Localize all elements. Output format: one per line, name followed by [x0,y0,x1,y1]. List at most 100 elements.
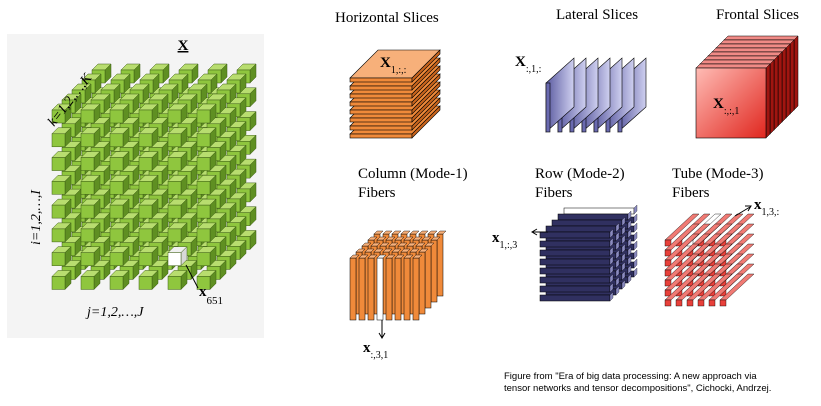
tensor-element-cube [51,246,72,267]
row-fiber-end [621,234,626,245]
column-fiber [358,257,366,321]
tube-fiber-end [675,299,683,307]
row-fiber-end [621,252,626,263]
horizontal-slice-side [411,105,441,139]
row-fiber-end [633,204,638,215]
row-fiber [539,258,611,266]
row-fiber-end [627,237,632,248]
column-fiber [436,233,444,297]
row-fiber-end [627,210,632,221]
column-fiber-top [373,248,384,253]
horizontal-slice-side [411,57,441,91]
row-fiber-end [615,258,620,269]
row-fiber-end [609,291,614,302]
tube-fiber-end [664,289,672,297]
tensor-name: X [178,38,189,54]
row-fiber-end [627,255,632,266]
tensor-element-cube [51,174,72,195]
row-fiber [539,267,611,275]
column-fiber-top [394,254,405,259]
frontal-slice-side [769,59,775,135]
row-fiber-end [627,273,632,284]
column-fiber-top [382,230,393,235]
frontal-slice-side [793,35,799,111]
column-fiber-top [424,242,435,247]
row-fiber-end [633,249,638,260]
row-fiber [539,285,611,293]
tensor-element-cube [109,198,130,219]
tensor-element-cube [196,127,217,148]
row-fiber [557,213,629,221]
tensor-element-cube [138,198,159,219]
tensor-element-cube [167,198,188,219]
column-fiber-top [349,254,360,259]
element-label: x651 [199,284,223,307]
frontal-slice-side [785,43,791,119]
tube-fibers-graphic [664,213,755,307]
column-fiber [394,257,402,321]
horizontal-slice-front [349,77,413,83]
tensor-element-cube [80,222,101,243]
frontal-slice-top [719,39,795,45]
row-fiber [539,231,611,239]
column-fiber-top [385,254,396,259]
column-fiber-top [364,248,375,253]
tensor-element-cube [167,269,188,291]
column-fiber-top [400,248,411,253]
tube-fiber-end [719,299,727,307]
tensor-element-cube [196,222,217,243]
tensor-element-cube [207,63,228,84]
tensor-element-cube [80,246,101,267]
column-fiber-top [373,230,384,235]
frontal-slices-graphic [695,35,799,139]
row-fiber-end [609,282,614,293]
column-fiber [349,257,357,321]
frontal-slice-side [777,51,783,127]
tensor-element-cube [138,150,159,172]
column-fiber-top [397,242,408,247]
row-fiber-end [621,261,626,272]
horizontal-slice-front [349,117,413,123]
row-fiber-end [615,222,620,233]
column-fiber-top [379,242,390,247]
tensor-element-cube [196,174,217,195]
j-index-label: j=1,2,…,J [85,305,144,320]
tube-fibers-title-line2: Fibers [672,185,710,201]
column-fiber-top [400,230,411,235]
column-fiber-top [427,230,438,235]
caption-line-2: tensor networks and tensor decomposition… [504,383,772,394]
horizontal-slice-side [411,89,441,123]
column-fiber [412,257,420,321]
row-fiber-end [615,231,620,242]
column-fiber-label: x:,3,1 [363,340,388,361]
tensor-element-cube [109,222,130,243]
tube-fiber-arrowhead [745,205,752,212]
column-fiber-top [412,254,423,259]
tensor-element-cube [196,150,217,172]
column-fiber-top [403,254,414,259]
tensor-element-cube [216,249,237,271]
row-fiber-end [627,264,632,275]
frontal-slice-top [715,43,791,49]
column-fiber-top [409,248,420,253]
column-fiber [385,257,393,321]
row-fiber-end [621,225,626,236]
frontal-slice-side [781,47,787,123]
row-fiber-end [633,213,638,224]
frontal-slice-top [699,59,775,65]
element-pointer-line [185,264,199,289]
row-fiber-end [633,231,638,242]
column-fiber-top [367,254,378,259]
tube-fiber-end [697,299,705,307]
column-fiber-top [385,236,396,241]
column-fiber-top [430,236,441,241]
row-fiber-end [633,222,638,233]
row-fiber-end [615,267,620,278]
row-fiber-end [609,273,614,284]
tensor-element-cube [196,103,217,124]
tensor-element-cube [119,93,140,114]
column-fiber-top [358,254,369,259]
caption-line-1: Figure from "Era of big data processing:… [504,371,757,382]
tube-fibers-title-line1: Tube (Mode-3) [672,166,764,182]
tensor-element-cube [80,198,101,219]
